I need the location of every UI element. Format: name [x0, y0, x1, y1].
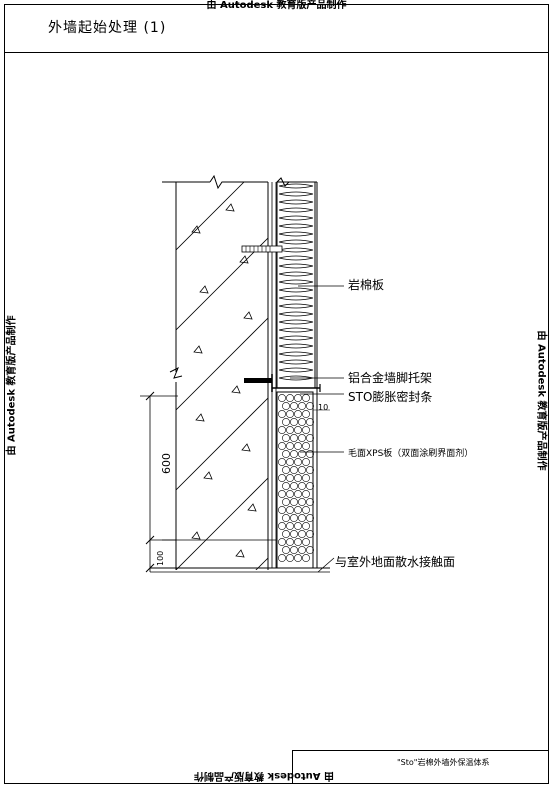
label-bracket: 铝合金墙脚托架 — [348, 371, 433, 385]
label-ground: 与室外地面散水接触面 — [335, 555, 456, 569]
label-rockwool: 岩棉板 — [348, 278, 385, 292]
label-xps: 毛面XPS板（双面涂刷界面剂） — [348, 449, 474, 459]
dim-100: 100 — [156, 550, 165, 566]
label-seal: STO膨胀密封条 — [348, 390, 433, 404]
title-divider — [4, 52, 549, 53]
ground-line — [150, 539, 330, 573]
title-block-system-name: "Sto"岩棉外墙外保温体系 — [397, 758, 490, 767]
xps-board — [276, 391, 314, 569]
anchor-bolt — [241, 245, 283, 253]
watermark-top: 由 Autodesk 教育版产品制作 — [206, 0, 347, 11]
dimension-lines — [140, 391, 330, 573]
dim-10: 10 — [318, 403, 329, 412]
dim-600: 600 — [160, 453, 173, 474]
aluminium-bracket — [244, 374, 321, 392]
break-mark — [276, 177, 317, 187]
concrete-wall — [162, 174, 269, 570]
drawing-frame — [4, 4, 549, 784]
title-block — [292, 750, 549, 784]
rockwool-board — [276, 181, 316, 389]
drawing-title: 外墙起始处理 (1) — [48, 20, 167, 36]
leader-lines — [290, 285, 344, 573]
